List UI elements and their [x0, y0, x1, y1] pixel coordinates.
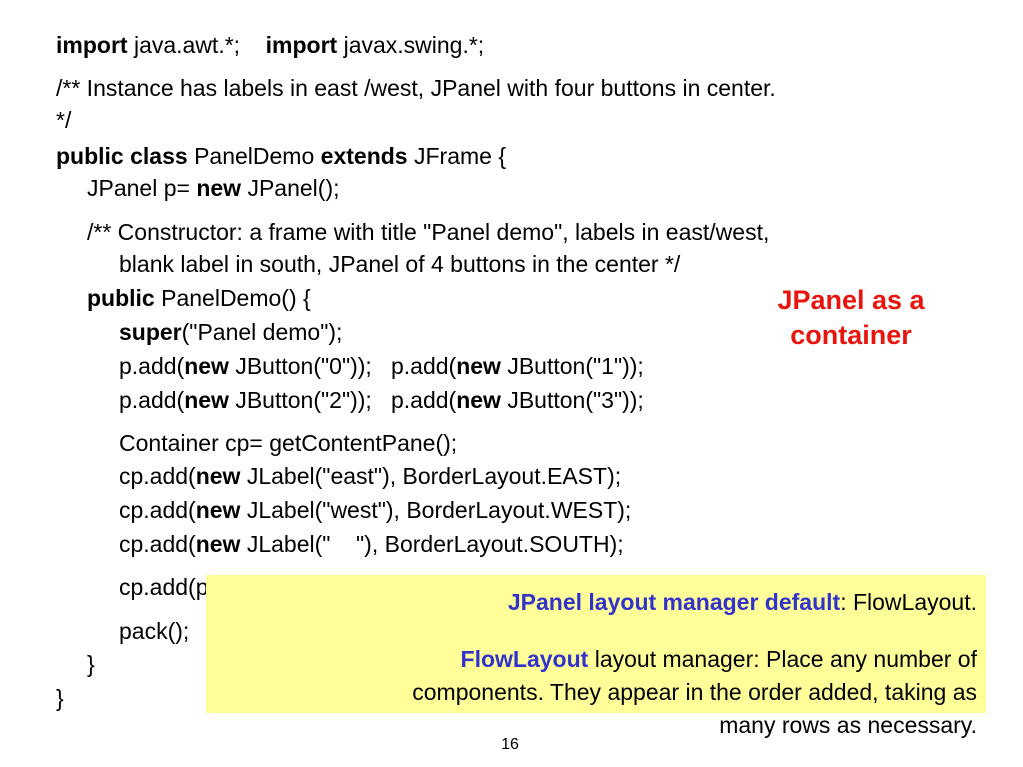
keyword: import [56, 32, 128, 58]
code-text: JLabel("east"), BorderLayout.EAST); [240, 463, 622, 489]
code-text: JPanel p= [87, 175, 197, 201]
code-line-content-pane: Container cp= getContentPane(); [119, 430, 458, 456]
keyword: extends [320, 143, 408, 169]
keyword: import [265, 32, 338, 58]
code-text: JButton("1")); [500, 353, 644, 379]
code-text: cp.add( [119, 463, 196, 489]
code-line-pack: pack(); [119, 618, 190, 644]
keyword: new [195, 463, 241, 489]
code-line-comment-end: */ [56, 107, 72, 133]
code-line-imports: import java.awt.*; import javax.swing.*; [56, 32, 484, 59]
keyword: super [119, 319, 182, 345]
code-line-add-east-label: cp.add(new JLabel("east"), BorderLayout.… [119, 463, 621, 490]
keyword: class [130, 143, 188, 169]
keyword: new [456, 353, 501, 379]
callout-line: JPanel as a [777, 285, 925, 315]
code-text: p.add( [119, 387, 185, 413]
keyword: new [184, 353, 229, 379]
callout-jpanel-container: JPanel as a container [740, 283, 962, 353]
code-text: cp.add( [119, 497, 196, 523]
code-text: JFrame { [407, 143, 507, 169]
keyword: new [195, 497, 241, 523]
code-text: p.add( [119, 353, 185, 379]
note-flowlayout-line1: FlowLayout layout manager: Place any num… [461, 643, 977, 675]
code-text: java.awt.*; [127, 32, 266, 58]
code-line-constructor-comment-cont: blank label in south, JPanel of 4 button… [119, 251, 681, 277]
note-text: : FlowLayout. [840, 589, 977, 615]
code-line-constructor-comment: /** Constructor: a frame with title "Pan… [87, 219, 770, 245]
code-text: ("Panel demo"); [181, 319, 343, 345]
code-line-constructor-close: } [87, 651, 95, 677]
flowlayout-note-box [206, 575, 986, 713]
code-line-super-call: super("Panel demo"); [119, 319, 342, 346]
code-text: JButton("2")); p.add( [228, 387, 457, 413]
keyword: new [196, 175, 242, 201]
keyword: new [184, 387, 229, 413]
note-highlight: FlowLayout [460, 646, 589, 672]
callout-line: container [790, 320, 912, 350]
code-line-add-south-label: cp.add(new JLabel(" "), BorderLayout.SOU… [119, 531, 624, 558]
code-line-add-buttons-2-3: p.add(new JButton("2")); p.add(new JButt… [119, 387, 644, 414]
keyword: public [87, 285, 155, 311]
code-text: JButton("3")); [500, 387, 644, 413]
code-line-add-buttons-0-1: p.add(new JButton("0")); p.add(new JButt… [119, 353, 644, 380]
code-line-class-close: } [56, 685, 64, 711]
code-text: JButton("0")); p.add( [228, 353, 457, 379]
keyword: new [195, 531, 241, 557]
code-text: JLabel(" "), BorderLayout.SOUTH); [240, 531, 624, 557]
code-line-add-west-label: cp.add(new JLabel("west"), BorderLayout.… [119, 497, 631, 524]
keyword: public [56, 143, 124, 169]
note-flowlayout-line3: many rows as necessary. [719, 712, 977, 738]
code-text: JLabel("west"), BorderLayout.WEST); [240, 497, 632, 523]
code-text: PanelDemo [187, 143, 321, 169]
code-text: JPanel(); [241, 175, 340, 201]
code-line-doc-comment: /** Instance has labels in east /west, J… [56, 75, 776, 101]
code-line-constructor: public PanelDemo() { [87, 285, 311, 312]
note-default-layout: JPanel layout manager default: FlowLayou… [508, 586, 977, 618]
page-number: 16 [501, 736, 519, 753]
note-flowlayout-line2: components. They appear in the order add… [412, 679, 977, 705]
code-text: PanelDemo() { [154, 285, 311, 311]
note-highlight: JPanel layout manager default [507, 589, 841, 615]
keyword: new [456, 387, 501, 413]
code-text: javax.swing.*; [337, 32, 485, 58]
note-text: layout manager: Place any number of [588, 646, 977, 672]
code-line-class-declaration: public class PanelDemo extends JFrame { [56, 143, 506, 170]
code-line-field: JPanel p= new JPanel(); [87, 175, 340, 202]
code-text: cp.add( [119, 531, 196, 557]
